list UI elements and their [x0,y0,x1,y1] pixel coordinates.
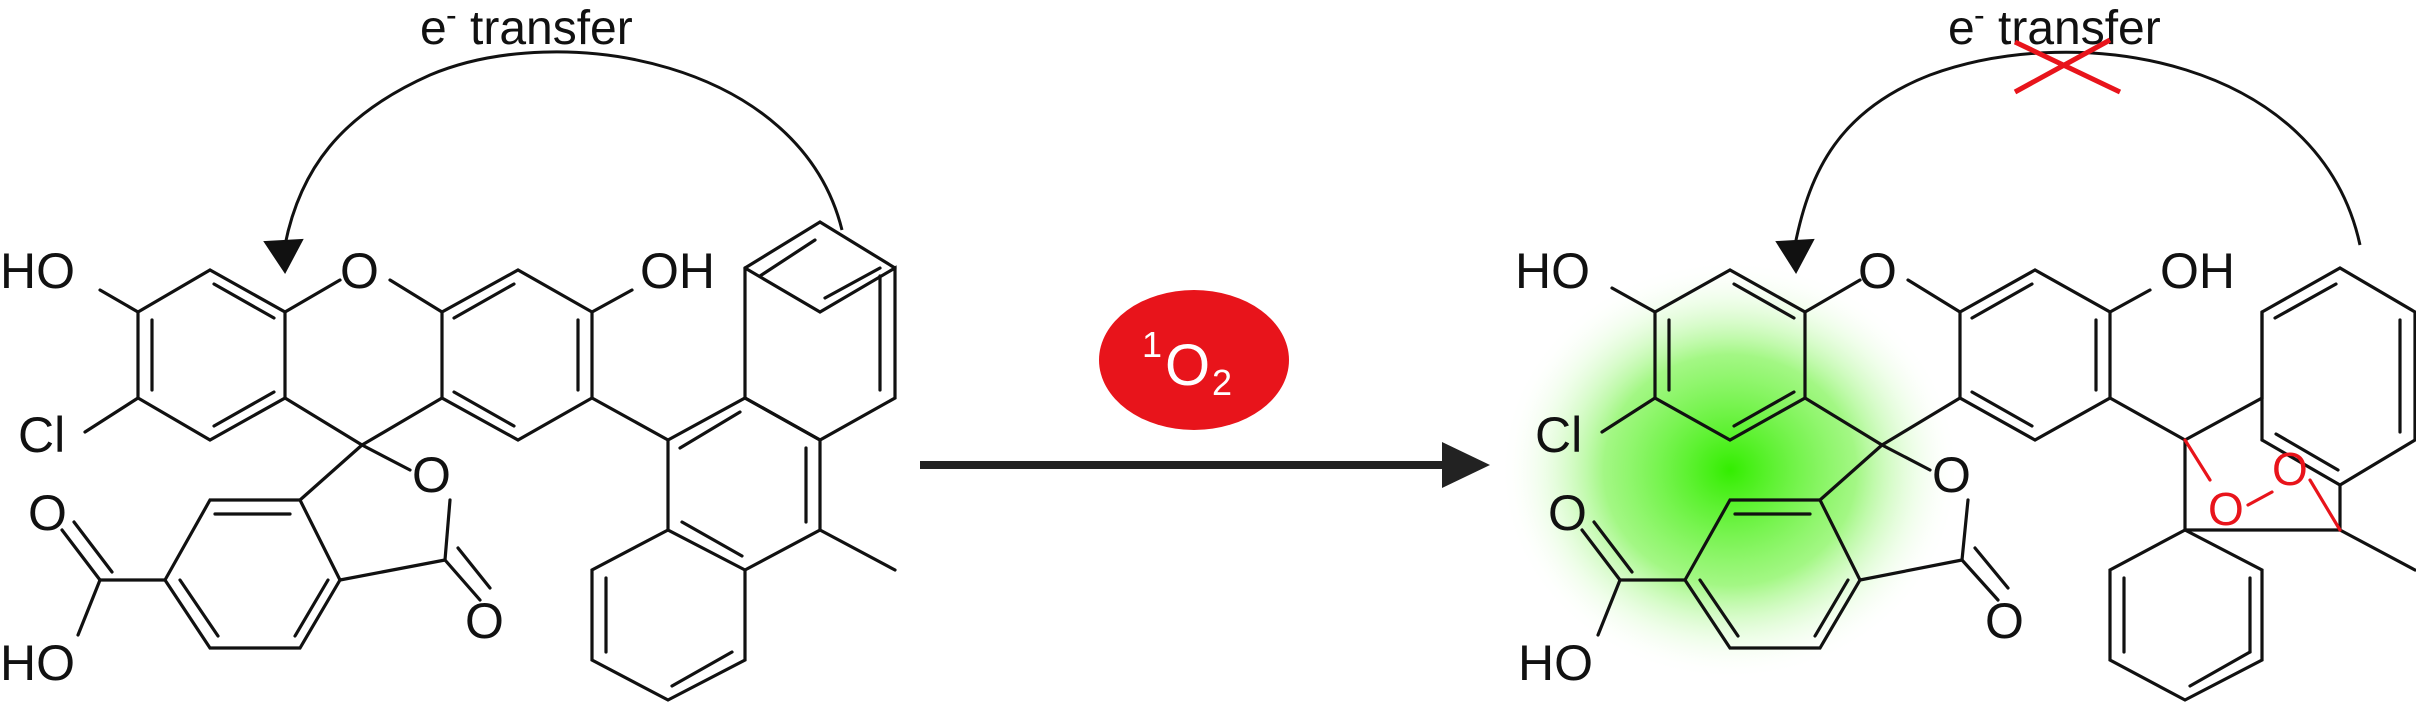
atom-ho-acid: HO [0,635,75,691]
label-e-charge: - [1974,0,1985,33]
reaction-arrow [920,442,1490,488]
label-e-charge: - [446,0,457,33]
atom-o-peroxide-2: O [2272,443,2308,495]
label-e: e [420,2,447,55]
atom-o-acid: O [1548,485,1587,541]
reagent-prefix: 1 [1142,324,1162,365]
phthalide-ring [163,498,342,650]
endoperoxide [2108,266,2416,702]
electron-transfer-arrowhead-blocked [1775,238,1815,274]
electron-transfer-arrow-blocked [1793,50,2362,246]
reagent-subscript: 2 [1212,362,1232,403]
atom-o-xanthene: O [1858,243,1897,299]
electron-transfer-arrowhead [263,238,304,274]
label-transfer: transfer [470,2,633,55]
atom-o-carbonyl: O [1985,593,2024,649]
atom-oh-right: OH [2160,243,2235,299]
reagent-symbol: O [1165,333,1210,398]
electron-transfer-arrow [283,50,844,246]
reactant-molecule: e - transfer [0,0,897,702]
atom-o-lactone: O [412,447,451,503]
anthracene [590,220,897,702]
atom-cl: Cl [1535,407,1582,463]
blocked-cross-icon [2013,37,2122,95]
left-phenol-ring [136,268,287,442]
singlet-oxygen-reagent: 1 O 2 [1099,290,1289,430]
atom-o-carbonyl: O [465,593,504,649]
atom-ho-left: HO [0,243,75,299]
label-e: e [1948,2,1975,55]
electron-transfer-label: e - transfer [420,0,633,55]
atom-ho-left: HO [1515,243,1590,299]
product-molecule: e - transfer [1500,0,2416,702]
right-phenol-ring [440,268,594,442]
atom-o-xanthene: O [340,243,379,299]
atom-o-lactone: O [1932,447,1971,503]
atom-o-acid: O [28,485,67,541]
reagent-badge [1099,290,1289,430]
fluorescence-glow [1500,260,1960,680]
atom-ho-acid: HO [1518,635,1593,691]
atom-oh-right: OH [640,243,715,299]
atom-o-peroxide-1: O [2208,483,2244,535]
electron-transfer-label-blocked: e - transfer [1948,0,2161,55]
atom-cl: Cl [18,407,65,463]
